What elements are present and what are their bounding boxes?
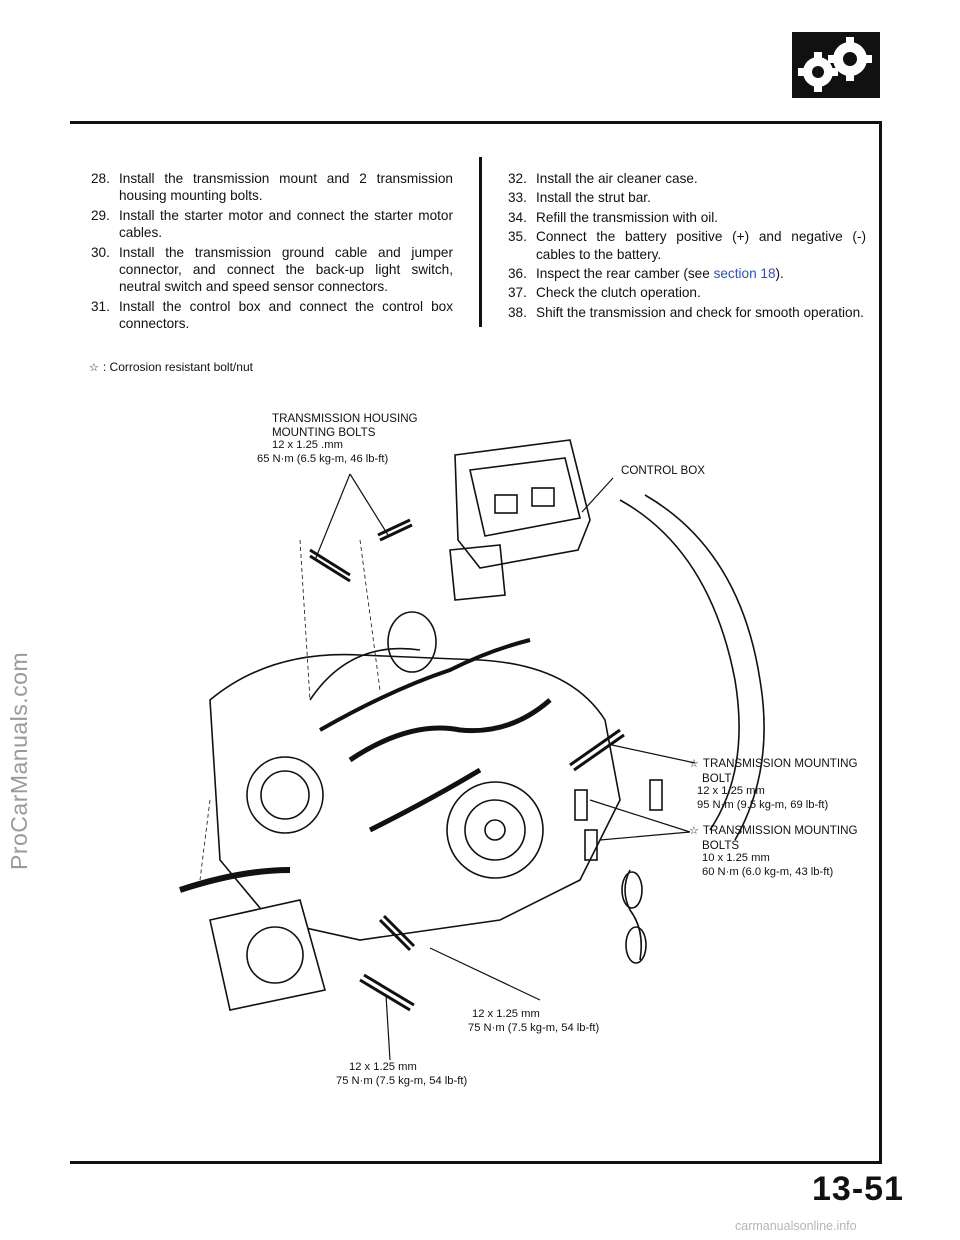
step-38: 38.Shift the transmission and check for … — [508, 304, 864, 320]
instructions-left: 28.Install the transmission mount and 2 … — [91, 170, 453, 335]
star-icon: ☆ — [689, 825, 699, 837]
step-34: 34.Refill the transmission with oil. — [508, 209, 719, 225]
callout-lower-bolt-b: 12 x 1.25 mm 75 N·m (7.5 kg-m, 54 lb-ft) — [336, 1061, 468, 1087]
callout-mounting-bolt: ☆TRANSMISSION MOUNTING BOLT 12 x 1.25 mm… — [689, 757, 858, 811]
step-31: 31.Install the control box and connect t… — [91, 298, 453, 332]
step-32: 32.Install the air cleaner case. — [508, 171, 698, 186]
legend-corrosion-resistant: ☆: Corrosion resistant bolt/nut — [89, 360, 253, 374]
gears-icon — [792, 32, 880, 98]
step-36: 36.Inspect the rear camber (see section … — [508, 266, 784, 282]
frame-bottom-rule — [70, 1161, 882, 1164]
step-35: 35.Connect the battery positive (+) and … — [508, 229, 866, 262]
step-37: 37.Check the clutch operation. — [508, 285, 701, 301]
page-number: 13-51 — [812, 1170, 904, 1208]
callout-housing-bolts: TRANSMISSION HOUSING MOUNTING BOLTS 12 x… — [257, 412, 418, 465]
star-icon: ☆ — [689, 758, 699, 770]
step-33: 33.Install the strut bar. — [508, 190, 651, 206]
section-18-link[interactable]: section 18 — [713, 266, 776, 282]
step-29: 29.Install the starter motor and connect… — [91, 207, 453, 241]
callout-mounting-bolts: ☆TRANSMISSION MOUNTING BOLTS 10 x 1.25 m… — [689, 824, 858, 878]
step-28: 28.Install the transmission mount and 2 … — [91, 171, 453, 204]
transmission-illustration — [179, 439, 765, 1061]
callout-lower-bolt-a: 12 x 1.25 mm 75 N·m (7.5 kg-m, 54 lb-ft) — [468, 1008, 600, 1034]
watermark: ProCarManuals.com — [6, 651, 32, 870]
frame-right-rule — [879, 121, 882, 1164]
step-30: 30.Install the transmission ground cable… — [91, 244, 453, 295]
star-icon: ☆ — [89, 362, 99, 374]
instructions-right: 32.Install the air cleaner case. 33.Inst… — [508, 170, 866, 323]
column-divider — [479, 157, 482, 327]
callout-control-box: CONTROL BOX — [621, 464, 705, 477]
footer-url: carmanualsonline.info — [735, 1219, 857, 1233]
frame-top-rule — [70, 121, 882, 124]
